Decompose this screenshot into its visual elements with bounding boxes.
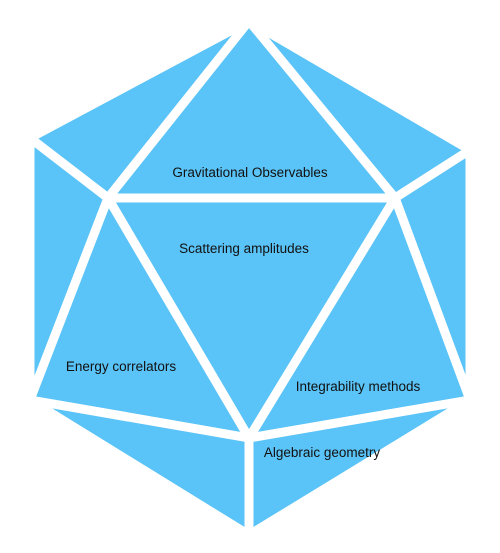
label-energy-correlators: Energy correlators (66, 359, 177, 374)
label-scattering-amplitudes: Scattering amplitudes (179, 241, 309, 256)
label-algebraic-geometry: Algebraic geometry (264, 445, 381, 460)
label-gravitational-observables: Gravitational Observables (172, 165, 328, 180)
icosahedron-faces (25, 16, 475, 540)
face-labels: Gravitational Observables Scattering amp… (66, 165, 421, 460)
label-integrability-methods: Integrability methods (296, 379, 421, 394)
face-bottom-right (244, 395, 475, 540)
